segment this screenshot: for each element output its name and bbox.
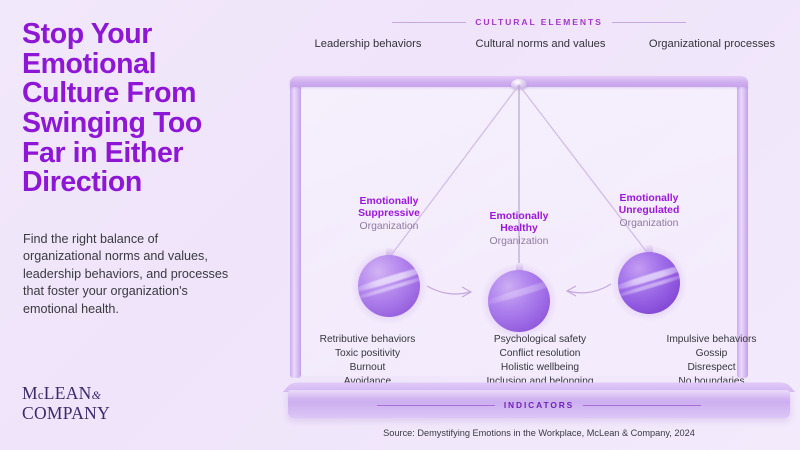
string-right [518, 84, 650, 256]
pendulum-base-front [288, 390, 790, 418]
pendulum-ball-suppressive [351, 248, 427, 324]
indicators-rule-right [583, 404, 702, 406]
logo-text-ompany: OMPANY [33, 403, 111, 423]
ball-body [618, 252, 680, 314]
indicators-banner: INDICATORS [288, 398, 790, 412]
list-item: Avoidance [343, 375, 392, 387]
indicator-list-healthy: Psychological safety Conflict resolution… [450, 333, 630, 389]
frame-post-right [737, 82, 748, 378]
pendulum-diagram: CULTURAL ELEMENTS Leadership behaviors C… [278, 0, 800, 450]
label-emotionally-unregulated: Emotionally Unregulated Organization [575, 193, 723, 230]
label-emotionally-suppressive: Emotionally Suppressive Organization [315, 196, 463, 233]
cultural-elements-banner: CULTURAL ELEMENTS [278, 14, 800, 30]
pendulum-ball-unregulated [611, 245, 687, 321]
label-line-1: Emotionally [489, 211, 549, 222]
ball-body [358, 255, 420, 317]
base-sheen [288, 390, 790, 399]
ball-cap [515, 263, 523, 271]
ball-body [488, 270, 550, 332]
label-line-2: Healthy [500, 223, 538, 235]
logo-text-c: c [37, 388, 44, 402]
indicators-rule-left [376, 404, 495, 406]
arrow-right-to-center [567, 283, 612, 294]
ball-cap [645, 245, 653, 253]
column-header-norms: Cultural norms and values [475, 38, 606, 50]
label-subtitle: Organization [619, 217, 679, 229]
page-title: Stop Your Emotional Culture From Swingin… [22, 18, 202, 199]
list-item: Holistic wellbeing [500, 361, 580, 373]
ball-cap [385, 248, 393, 256]
label-line-1: Emotionally [359, 196, 419, 207]
banner-rule-left [392, 21, 467, 23]
string-left [388, 84, 520, 259]
list-item: Retributive behaviors [319, 334, 416, 345]
column-header-processes: Organizational processes [648, 38, 776, 50]
left-text-panel: Stop Your Emotional Culture From Swingin… [0, 0, 278, 450]
label-subtitle: Organization [489, 235, 549, 247]
list-item: Disrespect [687, 361, 736, 373]
label-line-2: Suppressive [358, 208, 420, 220]
balance-arrows [426, 283, 612, 298]
pendulum-pivot [511, 79, 527, 89]
mclean-company-logo: McLEAN& COMPANY [22, 383, 111, 423]
logo-text-mc: M [22, 383, 38, 403]
indicator-list-suppressive: Retributive behaviors Toxic positivity B… [286, 333, 449, 389]
list-item: Burnout [349, 361, 386, 373]
pendulum-ball-healthy [481, 263, 557, 339]
logo-text-c2: C [22, 403, 34, 423]
column-header-leadership: Leadership behaviors [314, 38, 422, 50]
list-item: Psychological safety [493, 334, 587, 345]
arrow-left-head [461, 286, 473, 298]
logo-text-lean: LEAN [43, 383, 92, 403]
logo-ampersand: & [91, 388, 102, 402]
list-item: Impulsive behaviors [666, 334, 757, 345]
banner-rule-right [611, 21, 686, 23]
label-subtitle: Organization [359, 220, 419, 232]
list-item: Toxic positivity [334, 347, 401, 359]
list-item: Inclusion and belonging [486, 375, 594, 387]
arrow-right-head [565, 285, 577, 297]
label-line-1: Emotionally [619, 193, 679, 204]
list-item: Conflict resolution [499, 347, 581, 359]
arrow-left-to-center [426, 285, 471, 295]
pendulum-strings [388, 84, 650, 272]
label-emotionally-healthy: Emotionally Healthy Organization [445, 211, 593, 248]
label-line-2: Unregulated [618, 205, 680, 217]
indicators-label: INDICATORS [503, 400, 575, 410]
source-citation: Source: Demystifying Emotions in the Wor… [383, 428, 695, 438]
list-item: No boundaries [678, 375, 745, 387]
list-item: Gossip [695, 347, 728, 359]
indicator-list-unregulated: Impulsive behaviors Gossip Disrespect No… [630, 333, 793, 389]
pendulum-frame: Emotionally Suppressive Organization Emo… [290, 76, 748, 378]
page-subtitle: Find the right balance of organizational… [23, 232, 229, 316]
frame-post-left [290, 82, 301, 378]
cultural-elements-label: CULTURAL ELEMENTS [475, 17, 603, 27]
